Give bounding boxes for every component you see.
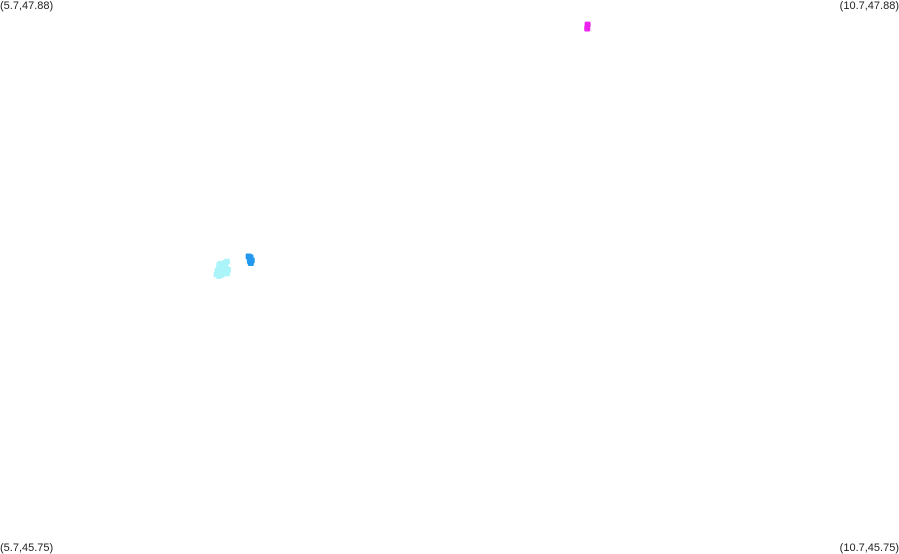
- map-point-blue-4: [247, 260, 254, 267]
- map-point-magenta-1: [584, 21, 591, 28]
- corner-label-bottom-left: (5.7,45.75): [0, 542, 54, 554]
- corner-label-top-right: (10.7,47.88): [839, 0, 899, 12]
- map-point-cyan-4: [223, 258, 230, 265]
- corner-label-bottom-right: (10.7,45.75): [839, 542, 899, 554]
- map-point-cyan-18: [220, 270, 227, 277]
- corner-label-top-left: (5.7,47.88): [0, 0, 54, 12]
